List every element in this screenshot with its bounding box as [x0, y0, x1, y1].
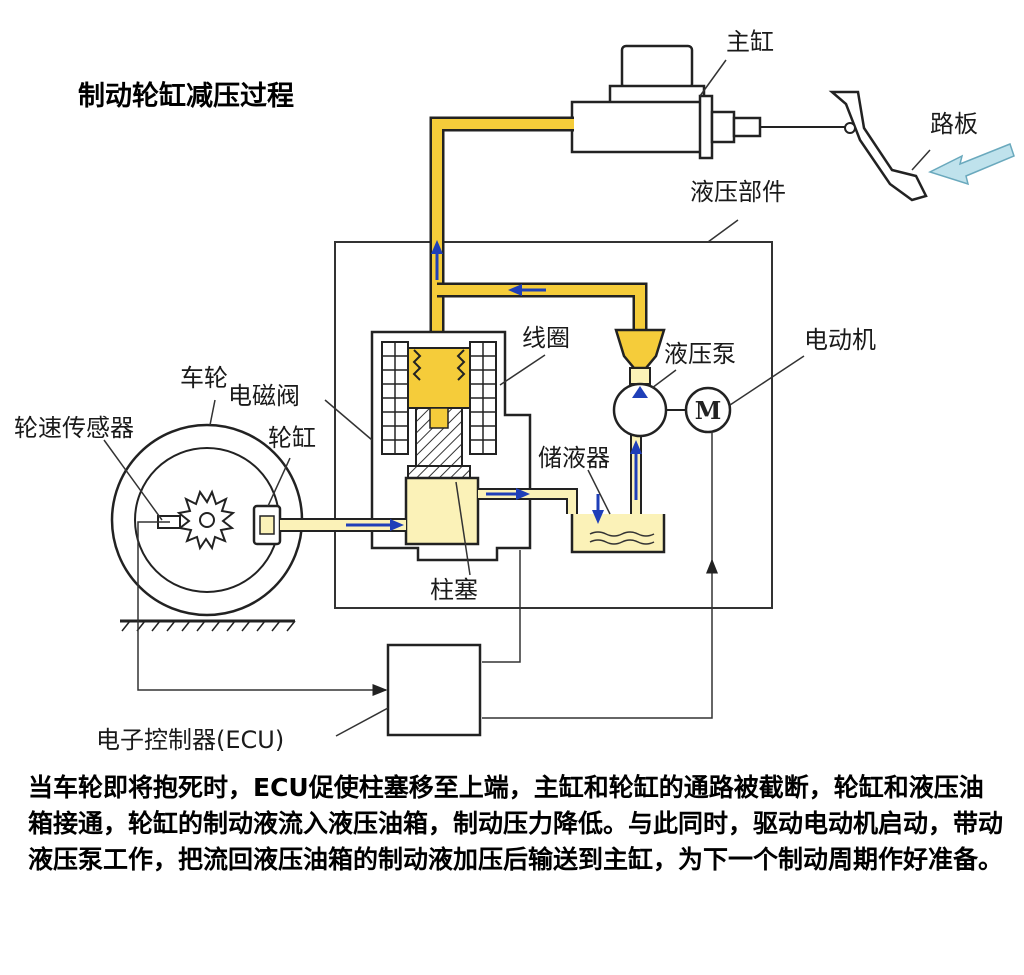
leader-lines	[103, 59, 931, 737]
motor: M	[684, 386, 732, 434]
motor-symbol: M	[695, 396, 722, 425]
brake-pedal	[828, 90, 928, 202]
label-hydraulic-unit: 液压部件	[690, 178, 786, 206]
caption-text: 当车轮即将抱死时，ECU促使柱塞移至上端，主缸和轮缸的通路被截断，轮缸和液压油箱…	[28, 773, 1004, 874]
pedal-force-arrow	[928, 143, 1015, 186]
master-cylinder	[570, 44, 848, 160]
label-master-cylinder: 主缸	[726, 28, 774, 56]
label-coil: 线圈	[522, 324, 570, 352]
label-wheel-speed-sensor: 轮速传感器	[14, 414, 134, 442]
hydraulic-unit-box	[334, 241, 773, 609]
label-wheel-cylinder: 轮缸	[268, 424, 316, 452]
label-pedal: 路板	[930, 110, 978, 138]
label-wheel: 车轮	[180, 364, 228, 392]
reservoir	[570, 514, 666, 554]
signal-wires	[137, 432, 718, 719]
label-ecu: 电子控制器(ECU)	[96, 726, 284, 754]
diagram-title: 制动轮缸减压过程	[78, 80, 294, 112]
wheel	[110, 423, 304, 632]
hydraulic-pump	[612, 328, 686, 438]
label-reservoir: 储液器	[538, 444, 610, 472]
label-pump: 液压泵	[664, 340, 736, 368]
ecu-box	[386, 643, 482, 737]
abs-diagram: 制动轮缸减压过程 M	[14, 28, 1015, 754]
label-motor: 电动机	[804, 326, 876, 354]
label-solenoid-valve: 电磁阀	[228, 382, 300, 410]
flow-arrows	[346, 240, 642, 531]
label-piston: 柱塞	[430, 576, 478, 604]
